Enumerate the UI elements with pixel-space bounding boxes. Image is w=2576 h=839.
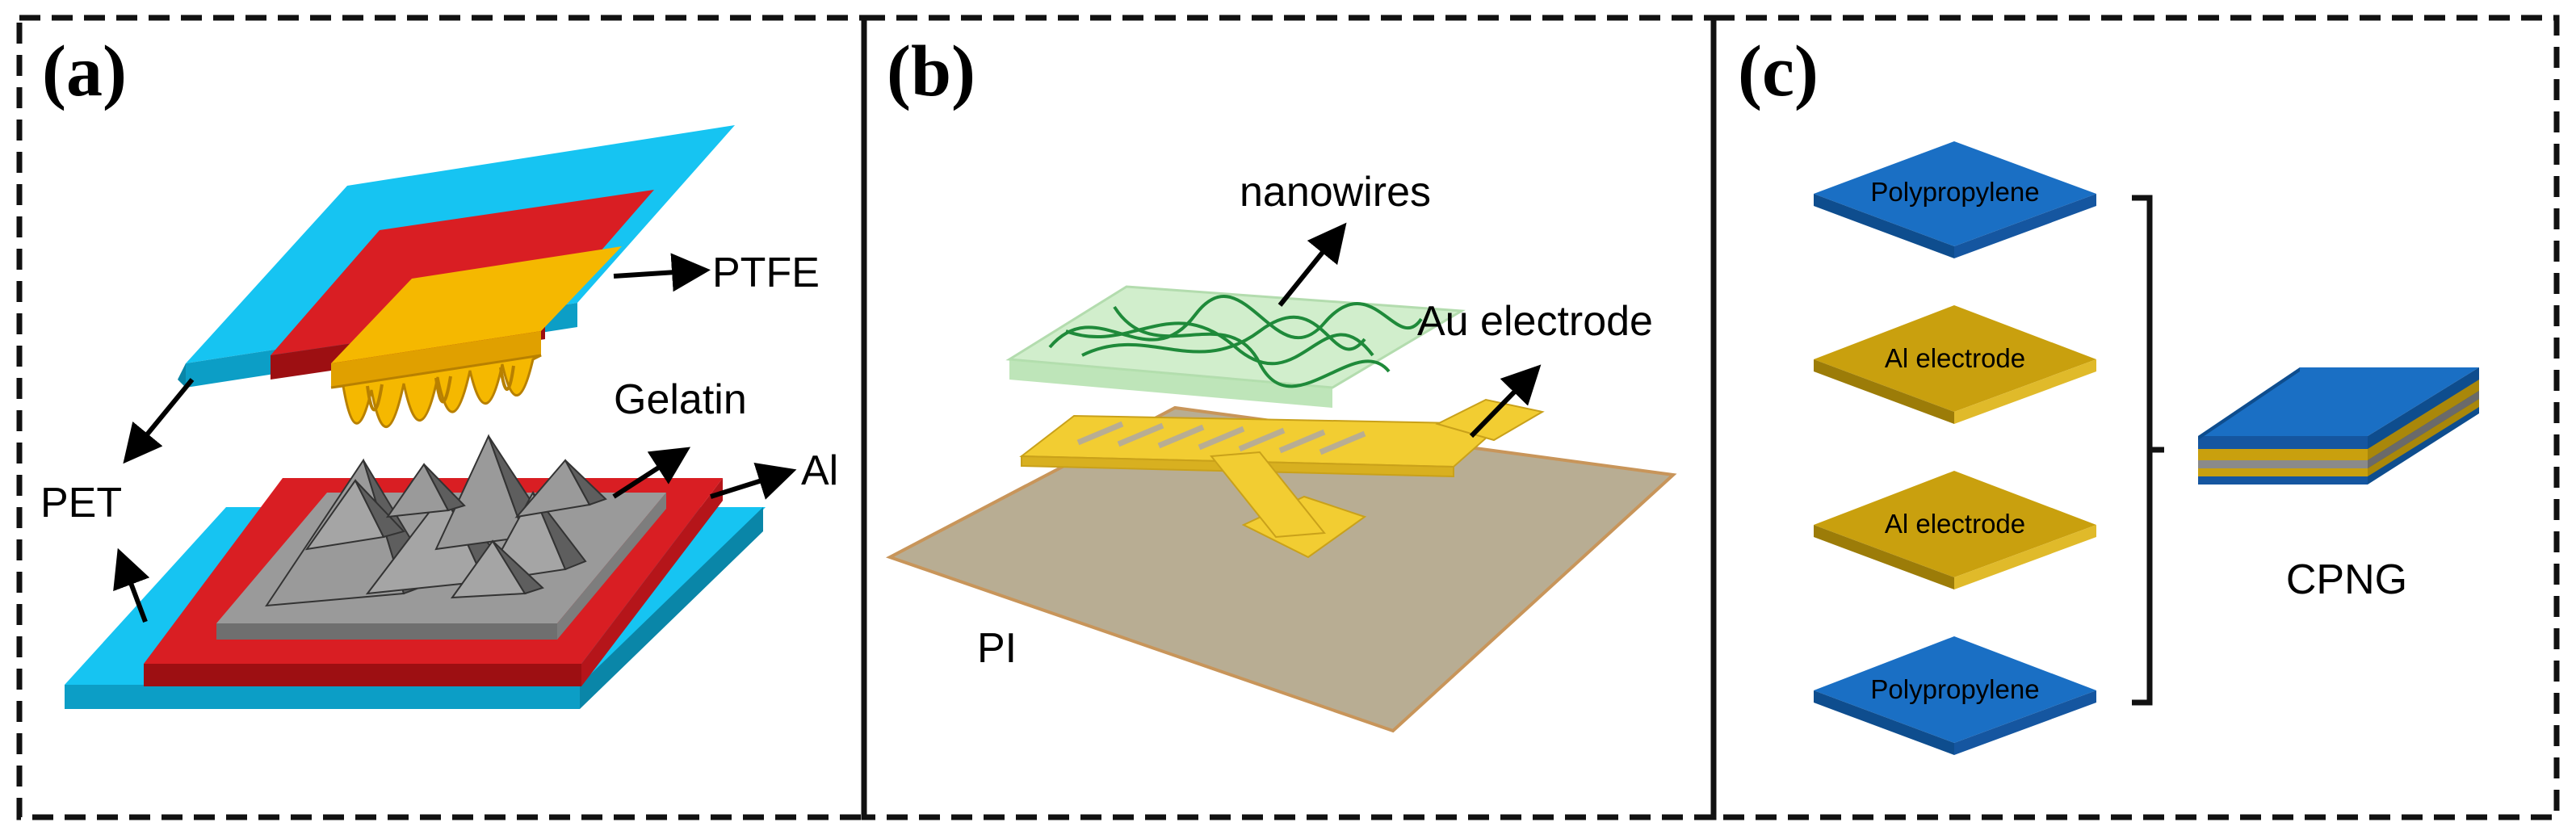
ptfe-layer — [330, 246, 622, 429]
panel-label-c: (c) — [1738, 31, 1819, 111]
layer-polypropylene-top: Polypropylene — [1814, 141, 2096, 258]
panel-a: PTFE Gelatin Al PET — [40, 125, 838, 709]
stack-bracket — [2132, 195, 2164, 706]
al-label: Al — [801, 447, 838, 494]
al-arrow — [710, 462, 797, 500]
ptfe-arrow — [613, 253, 711, 292]
panel-b: nanowires Au electrode PI — [885, 169, 1677, 733]
cpng-label: CPNG — [2286, 556, 2407, 603]
nanowires-arrow — [1278, 222, 1347, 307]
gelatin-arrow — [612, 447, 691, 499]
au-finger-gaps — [1076, 421, 1366, 455]
panel-label-b: (b) — [887, 31, 975, 111]
layer-label-3: Al electrode — [1885, 509, 2025, 539]
au-arrow — [1469, 364, 1542, 438]
panel-a-frame — [16, 15, 867, 820]
pet-arrow-top — [123, 378, 195, 464]
nanowire-film — [1005, 285, 1466, 408]
layer-label-1: Polypropylene — [1870, 177, 2039, 207]
pi-label: PI — [977, 625, 1017, 672]
layer-label-4: Polypropylene — [1870, 674, 2039, 704]
layer-polypropylene-bottom: Polypropylene — [1814, 636, 2096, 755]
panel-label-a: (a) — [42, 31, 127, 111]
gelatin-pyramids — [265, 434, 607, 607]
panel-b-frame — [861, 15, 1717, 820]
panel-c-frame — [1710, 15, 2560, 820]
gelatin-label: Gelatin — [614, 376, 747, 423]
ptfe-label: PTFE — [712, 250, 820, 296]
layer-al-electrode-2: Al electrode — [1814, 471, 2096, 589]
au-label: Au electrode — [1417, 298, 1653, 345]
panel-c: Polypropylene Al electrode Al electrode … — [1814, 141, 2479, 755]
panel-frames — [16, 15, 2560, 820]
layer-label-2: Al electrode — [1885, 343, 2025, 373]
layer-al-electrode-1: Al electrode — [1814, 305, 2096, 424]
nanowires-label: nanowires — [1240, 169, 1431, 216]
pet-label: PET — [40, 480, 122, 526]
cpng-device — [2198, 367, 2479, 485]
pet-arrow-bottom — [113, 547, 150, 623]
